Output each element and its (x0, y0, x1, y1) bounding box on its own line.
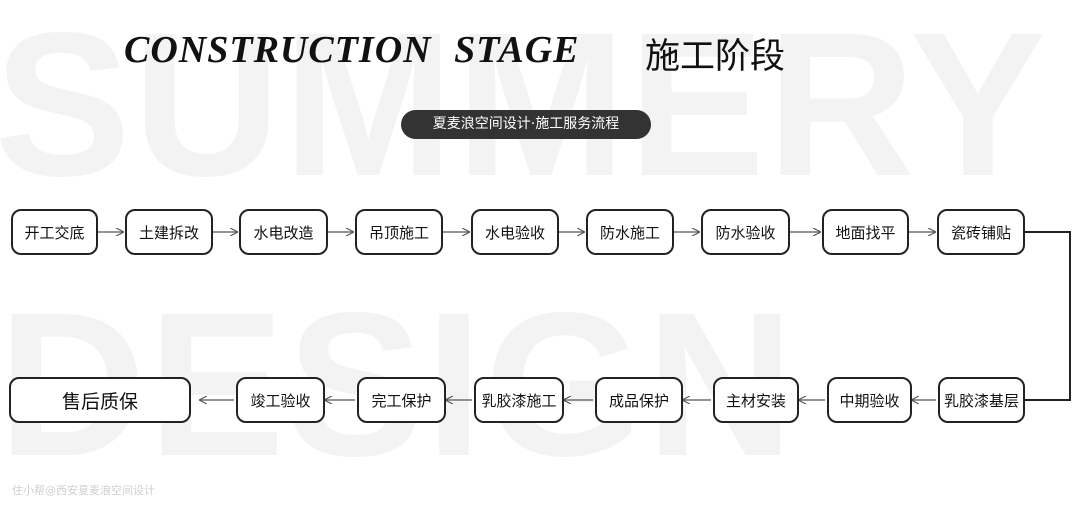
step-box: 中期验收 (827, 377, 912, 423)
step-box: 防水施工 (586, 209, 674, 255)
watermark-summery: SUMMERY (0, 2, 1074, 207)
connector-right (1025, 231, 1071, 401)
step-box: 吊顶施工 (355, 209, 443, 255)
step-box-final: 售后质保 (9, 377, 191, 423)
step-box: 地面找平 (822, 209, 909, 255)
step-box: 竣工验收 (236, 377, 325, 423)
title-english: CONSTRUCTION STAGE (124, 29, 580, 71)
step-box: 乳胶漆基层 (938, 377, 1025, 423)
step-box: 水电改造 (239, 209, 328, 255)
step-box: 防水验收 (701, 209, 790, 255)
step-box: 土建拆改 (125, 209, 213, 255)
step-box: 完工保护 (357, 377, 446, 423)
step-box: 乳胶漆施工 (474, 377, 564, 423)
step-box: 主材安装 (713, 377, 799, 423)
step-box: 成品保护 (595, 377, 683, 423)
step-box: 开工交底 (11, 209, 98, 255)
title-chinese: 施工阶段 (645, 37, 786, 77)
subtitle-pill: 夏麦浪空间设计·施工服务流程 (401, 110, 651, 139)
step-box: 水电验收 (471, 209, 559, 255)
step-box: 瓷砖铺贴 (937, 209, 1025, 255)
credit-watermark: 住小帮@西安夏麦浪空间设计 (12, 484, 155, 497)
